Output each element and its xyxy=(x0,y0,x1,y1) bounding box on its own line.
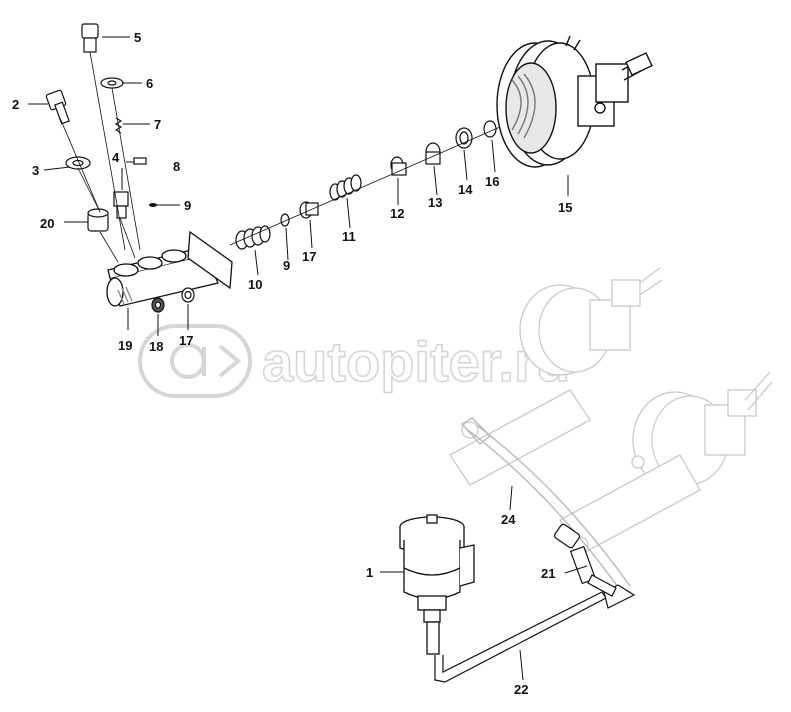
callout-19: 18 xyxy=(149,339,163,354)
leader-lines xyxy=(28,36,588,681)
callout-7: 7 xyxy=(154,117,161,132)
callout-2: 2 xyxy=(12,97,19,112)
callout-12: 12 xyxy=(390,206,404,221)
callout-23: 22 xyxy=(514,682,528,697)
master-cylinder-20 xyxy=(106,230,233,307)
piston-13 xyxy=(425,142,441,165)
seal-19 xyxy=(151,297,165,313)
seal-18 xyxy=(181,287,195,303)
plug-5 xyxy=(81,23,99,53)
seal-14 xyxy=(455,127,473,149)
bolt-2 xyxy=(45,89,70,125)
hose-24 xyxy=(460,417,631,591)
callout-4: 4 xyxy=(112,150,120,165)
callout-21: 20 xyxy=(40,216,54,231)
tube-23 xyxy=(434,584,636,683)
callouts: 5 6 2 7 4 8 3 9 20 10 9 17 11 12 13 14 1… xyxy=(12,30,572,697)
ghost-booster-assembly xyxy=(449,267,773,556)
callout-20: 19 xyxy=(118,338,132,353)
callout-6: 6 xyxy=(146,76,153,91)
brake-booster-15 xyxy=(496,35,653,168)
cup-17 xyxy=(299,201,319,219)
washer-6 xyxy=(100,77,124,89)
callout-9: 9 xyxy=(184,198,191,213)
ring-9 xyxy=(149,203,157,207)
watermark-text: autopiter.ru xyxy=(262,330,570,393)
pin-8 xyxy=(133,157,147,165)
callout-15: 15 xyxy=(558,200,572,215)
fitting-4 xyxy=(113,191,129,219)
callout-5: 5 xyxy=(134,30,141,45)
ring-9b xyxy=(280,213,290,227)
fitting-21 xyxy=(87,208,109,232)
callout-14: 14 xyxy=(458,182,473,197)
callout-11: 11 xyxy=(342,229,356,244)
callout-13: 13 xyxy=(428,195,442,210)
callout-8: 8 xyxy=(173,159,180,174)
callout-3: 3 xyxy=(32,163,39,178)
callout-1: 1 xyxy=(366,565,373,580)
ring-16 xyxy=(483,120,497,138)
watermark: autopiter.ru xyxy=(138,324,571,398)
axis-lines xyxy=(59,51,501,263)
fitting-22 xyxy=(553,523,617,597)
callout-22: 21 xyxy=(541,566,555,581)
callout-17: 17 xyxy=(302,249,316,264)
callout-9b: 9 xyxy=(283,258,290,273)
callout-24: 24 xyxy=(501,512,516,527)
piston-12 xyxy=(390,156,407,176)
callout-10: 10 xyxy=(248,277,262,292)
callout-18: 17 xyxy=(179,333,193,348)
callout-16: 16 xyxy=(485,174,499,189)
spring-11 xyxy=(329,174,362,201)
reservoir-1 xyxy=(399,514,475,655)
watermark-logo xyxy=(138,324,252,398)
